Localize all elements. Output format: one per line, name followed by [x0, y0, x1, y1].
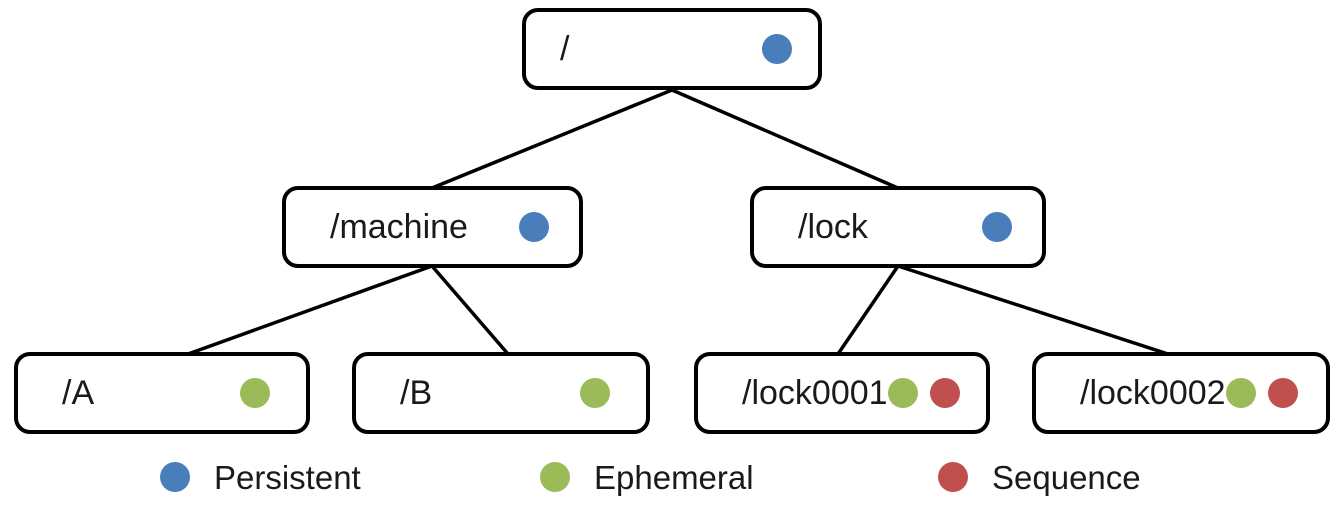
znode-lock0002-markers — [1225, 378, 1298, 408]
znode-root[interactable]: / — [522, 8, 822, 90]
znode-machine-markers — [519, 212, 549, 242]
ephemeral-dot — [580, 378, 610, 408]
edge-machine-a — [187, 264, 433, 356]
persistent-dot — [762, 34, 792, 64]
persistent-dot — [519, 212, 549, 242]
znode-lock0001[interactable]: /lock0001 — [694, 352, 990, 434]
edge-lock-lock0002 — [897, 264, 1169, 356]
znode-machine[interactable]: /machine — [282, 186, 583, 268]
edge-machine-b — [430, 264, 510, 356]
ephemeral-dot — [1225, 378, 1256, 408]
znode-b-label: /B — [400, 374, 433, 412]
znode-root-label: / — [560, 30, 570, 68]
legend-label-sequence: Sequence — [992, 458, 1141, 496]
persistent-dot — [160, 462, 190, 492]
znode-a-label: /A — [62, 374, 95, 412]
edge-root-machine — [431, 88, 673, 190]
znode-a-markers — [240, 378, 270, 408]
ephemeral-dot — [540, 462, 570, 492]
znode-lock0001-markers — [887, 378, 960, 408]
legend-item-persistent: Persistent — [160, 455, 361, 499]
edge-root-lock — [671, 88, 899, 190]
znode-root-markers — [762, 34, 792, 64]
ephemeral-dot — [887, 378, 918, 408]
legend-label-persistent: Persistent — [214, 458, 361, 496]
edge-lock-lock0001 — [836, 265, 900, 355]
znode-lock-markers — [982, 212, 1012, 242]
legend-label-ephemeral: Ephemeral — [594, 458, 754, 496]
znode-machine-label: /machine — [330, 208, 468, 246]
legend-item-sequence: Sequence — [938, 455, 1141, 499]
znode-lock0002[interactable]: /lock0002 — [1032, 352, 1330, 434]
znode-b-markers — [580, 378, 610, 408]
ephemeral-dot — [240, 378, 270, 408]
sequence-dot — [938, 462, 968, 492]
znode-a[interactable]: /A — [14, 352, 310, 434]
sequence-dot — [929, 378, 960, 408]
persistent-dot — [982, 212, 1012, 242]
legend-item-ephemeral: Ephemeral — [540, 455, 754, 499]
znode-lock[interactable]: /lock — [750, 186, 1046, 268]
sequence-dot — [1267, 378, 1298, 408]
znode-lock0001-label: /lock0001 — [742, 374, 888, 412]
znode-lock0002-label: /lock0002 — [1080, 374, 1226, 412]
znode-b[interactable]: /B — [352, 352, 650, 434]
znode-lock-label: /lock — [798, 208, 868, 246]
legend: Persistent Ephemeral Sequence — [0, 455, 1342, 509]
